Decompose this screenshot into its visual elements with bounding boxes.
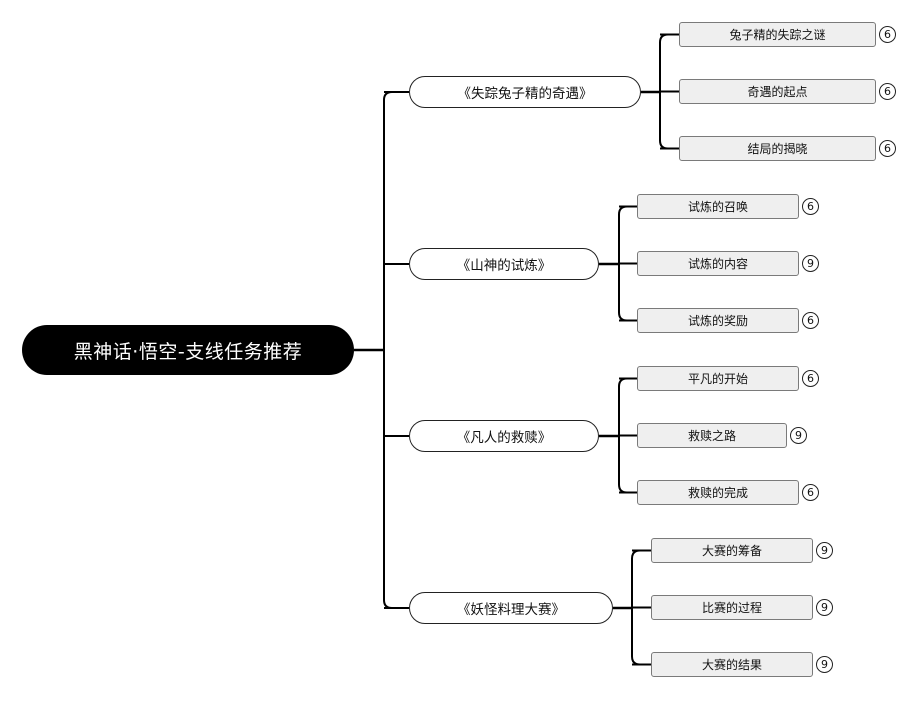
branch-node-label: 《失踪兔子精的奇遇》 — [457, 86, 593, 102]
root-node[interactable]: 黑神话·悟空-支线任务推荐 — [22, 325, 354, 375]
leaf-node[interactable]: 结局的揭晓 — [679, 136, 876, 161]
count-badge: 6 — [802, 484, 819, 501]
count-badge: 6 — [802, 370, 819, 387]
leaf-node-label: 奇遇的起点 — [747, 85, 808, 99]
leaf-node[interactable]: 兔子精的失踪之谜 — [679, 22, 876, 47]
count-badge: 6 — [879, 26, 896, 43]
leaf-node[interactable]: 试炼的召唤 — [637, 194, 799, 219]
leaf-node-label: 试炼的奖励 — [687, 314, 748, 328]
branch-node-label: 《凡人的救赎》 — [456, 430, 552, 446]
count-badge: 6 — [879, 83, 896, 100]
branch-node-3[interactable]: 《凡人的救赎》 — [409, 420, 599, 452]
leaf-node[interactable]: 救赎的完成 — [637, 480, 799, 505]
leaf-node[interactable]: 试炼的内容 — [637, 251, 799, 276]
count-badge: 9 — [816, 542, 833, 559]
leaf-node-label: 结局的揭晓 — [747, 142, 808, 156]
branch-node-label: 《妖怪料理大赛》 — [457, 602, 565, 618]
count-badge: 9 — [816, 656, 833, 673]
leaf-node[interactable]: 平凡的开始 — [637, 366, 799, 391]
branch-node-2[interactable]: 《山神的试炼》 — [409, 248, 599, 280]
branch-node-4[interactable]: 《妖怪料理大赛》 — [409, 592, 613, 624]
count-badge: 9 — [816, 599, 833, 616]
leaf-node-label: 大赛的结果 — [701, 658, 762, 672]
leaf-node[interactable]: 奇遇的起点 — [679, 79, 876, 104]
leaf-node-label: 救赎的完成 — [687, 486, 748, 500]
leaf-node-label: 平凡的开始 — [687, 372, 748, 386]
count-badge: 9 — [802, 255, 819, 272]
trunk-connector — [383, 91, 393, 609]
branch-node-label: 《山神的试炼》 — [456, 258, 552, 274]
leaf-node[interactable]: 比赛的过程 — [651, 595, 813, 620]
branch-node-1[interactable]: 《失踪兔子精的奇遇》 — [409, 76, 641, 108]
leaf-node[interactable]: 大赛的筹备 — [651, 538, 813, 563]
count-badge: 6 — [802, 198, 819, 215]
leaf-node[interactable]: 大赛的结果 — [651, 652, 813, 677]
count-badge: 6 — [802, 312, 819, 329]
leaf-node-label: 大赛的筹备 — [701, 544, 762, 558]
count-badge: 9 — [790, 427, 807, 444]
root-node-label: 黑神话·悟空-支线任务推荐 — [73, 340, 303, 363]
leaf-node-label: 兔子精的失踪之谜 — [729, 28, 826, 42]
count-badge: 6 — [879, 140, 896, 157]
leaf-node-label: 比赛的过程 — [701, 601, 762, 615]
leaf-node[interactable]: 救赎之路 — [637, 423, 787, 448]
leaf-node-label: 试炼的内容 — [687, 257, 748, 271]
leaf-node-label: 试炼的召唤 — [687, 200, 748, 214]
leaf-node[interactable]: 试炼的奖励 — [637, 308, 799, 333]
leaf-node-label: 救赎之路 — [687, 429, 736, 443]
